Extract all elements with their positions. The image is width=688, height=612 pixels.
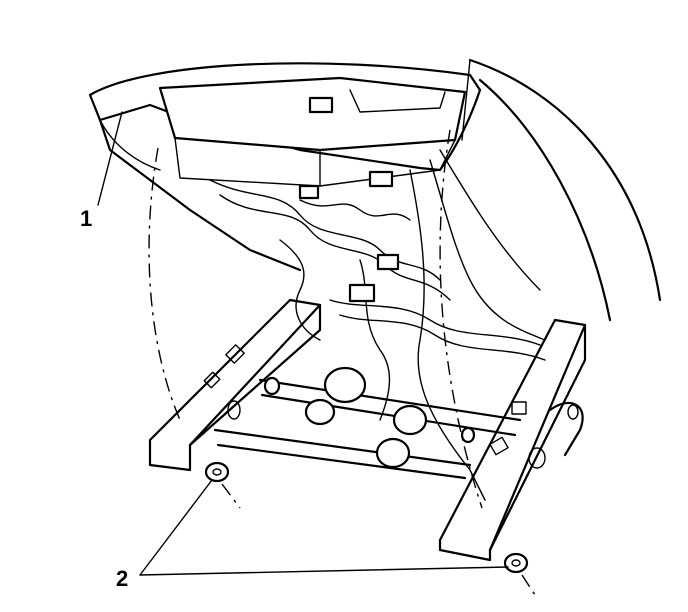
right-rail-flange bbox=[488, 323, 587, 552]
actuator-motor-1 bbox=[323, 366, 367, 404]
leader-line-2a bbox=[139, 479, 213, 576]
wiring-harness-f bbox=[409, 169, 486, 501]
actuator-motor-4 bbox=[392, 404, 428, 436]
tube-end-cap-2 bbox=[460, 426, 476, 444]
right-rail-hole-2 bbox=[567, 404, 579, 420]
alignment-line-right bbox=[439, 129, 483, 509]
cross-tube-upper-b bbox=[260, 393, 517, 437]
right-rail-slot-2 bbox=[489, 436, 509, 456]
callout-label-1: 1 bbox=[80, 206, 92, 231]
cross-tube-lower-b bbox=[216, 443, 467, 480]
wiring-harness-c bbox=[299, 199, 411, 221]
cross-tube-upper bbox=[258, 378, 522, 422]
wiring-harness-i bbox=[329, 299, 541, 346]
tube-end-cap bbox=[263, 376, 281, 396]
connector-3 bbox=[376, 253, 400, 271]
wiring-harness-d bbox=[279, 239, 321, 341]
actuator-motor-3 bbox=[375, 437, 411, 469]
right-rail-slot bbox=[511, 401, 527, 415]
outer-panel-inner-curve bbox=[478, 78, 612, 322]
leader-line-1 bbox=[97, 111, 123, 206]
outer-panel-curve bbox=[468, 58, 662, 302]
module-bracket bbox=[349, 89, 446, 113]
alignment-line-fastener-left bbox=[221, 483, 241, 509]
fastener-left-hole bbox=[212, 468, 222, 476]
right-rail-hole bbox=[528, 447, 546, 469]
left-rail-slot bbox=[225, 344, 245, 364]
fastener-right-hole bbox=[511, 559, 521, 567]
wiring-harness-j bbox=[339, 314, 546, 361]
wiring-harness-b bbox=[219, 194, 451, 301]
housing-bottom bbox=[98, 118, 302, 272]
callout-label-2: 2 bbox=[116, 566, 128, 591]
alignment-line-left bbox=[148, 147, 181, 421]
right-rail-bracket bbox=[438, 318, 587, 562]
left-rail-hole bbox=[227, 400, 241, 420]
housing-lip bbox=[99, 119, 161, 171]
connector-1 bbox=[298, 184, 320, 200]
control-module-side bbox=[319, 139, 456, 187]
actuator-motor-2 bbox=[304, 398, 336, 426]
control-module bbox=[158, 76, 467, 152]
control-module-face bbox=[174, 137, 321, 187]
alignment-line-fastener-right bbox=[521, 574, 536, 596]
connector-5 bbox=[308, 96, 334, 114]
outer-panel-edge bbox=[461, 59, 471, 141]
left-rail-slot-2 bbox=[203, 371, 221, 389]
wiring-harness-h bbox=[439, 149, 541, 291]
leader-line-2b bbox=[139, 566, 509, 576]
connector-2 bbox=[368, 170, 394, 188]
right-rail-tab bbox=[548, 401, 584, 457]
connector-4 bbox=[348, 283, 376, 303]
left-rail-flange bbox=[188, 303, 322, 447]
fastener-left bbox=[204, 461, 230, 483]
cross-tube-lower bbox=[213, 428, 472, 467]
wiring-harness-a bbox=[209, 179, 441, 281]
fastener-right bbox=[503, 552, 529, 574]
wiring-harness-g bbox=[429, 159, 546, 341]
